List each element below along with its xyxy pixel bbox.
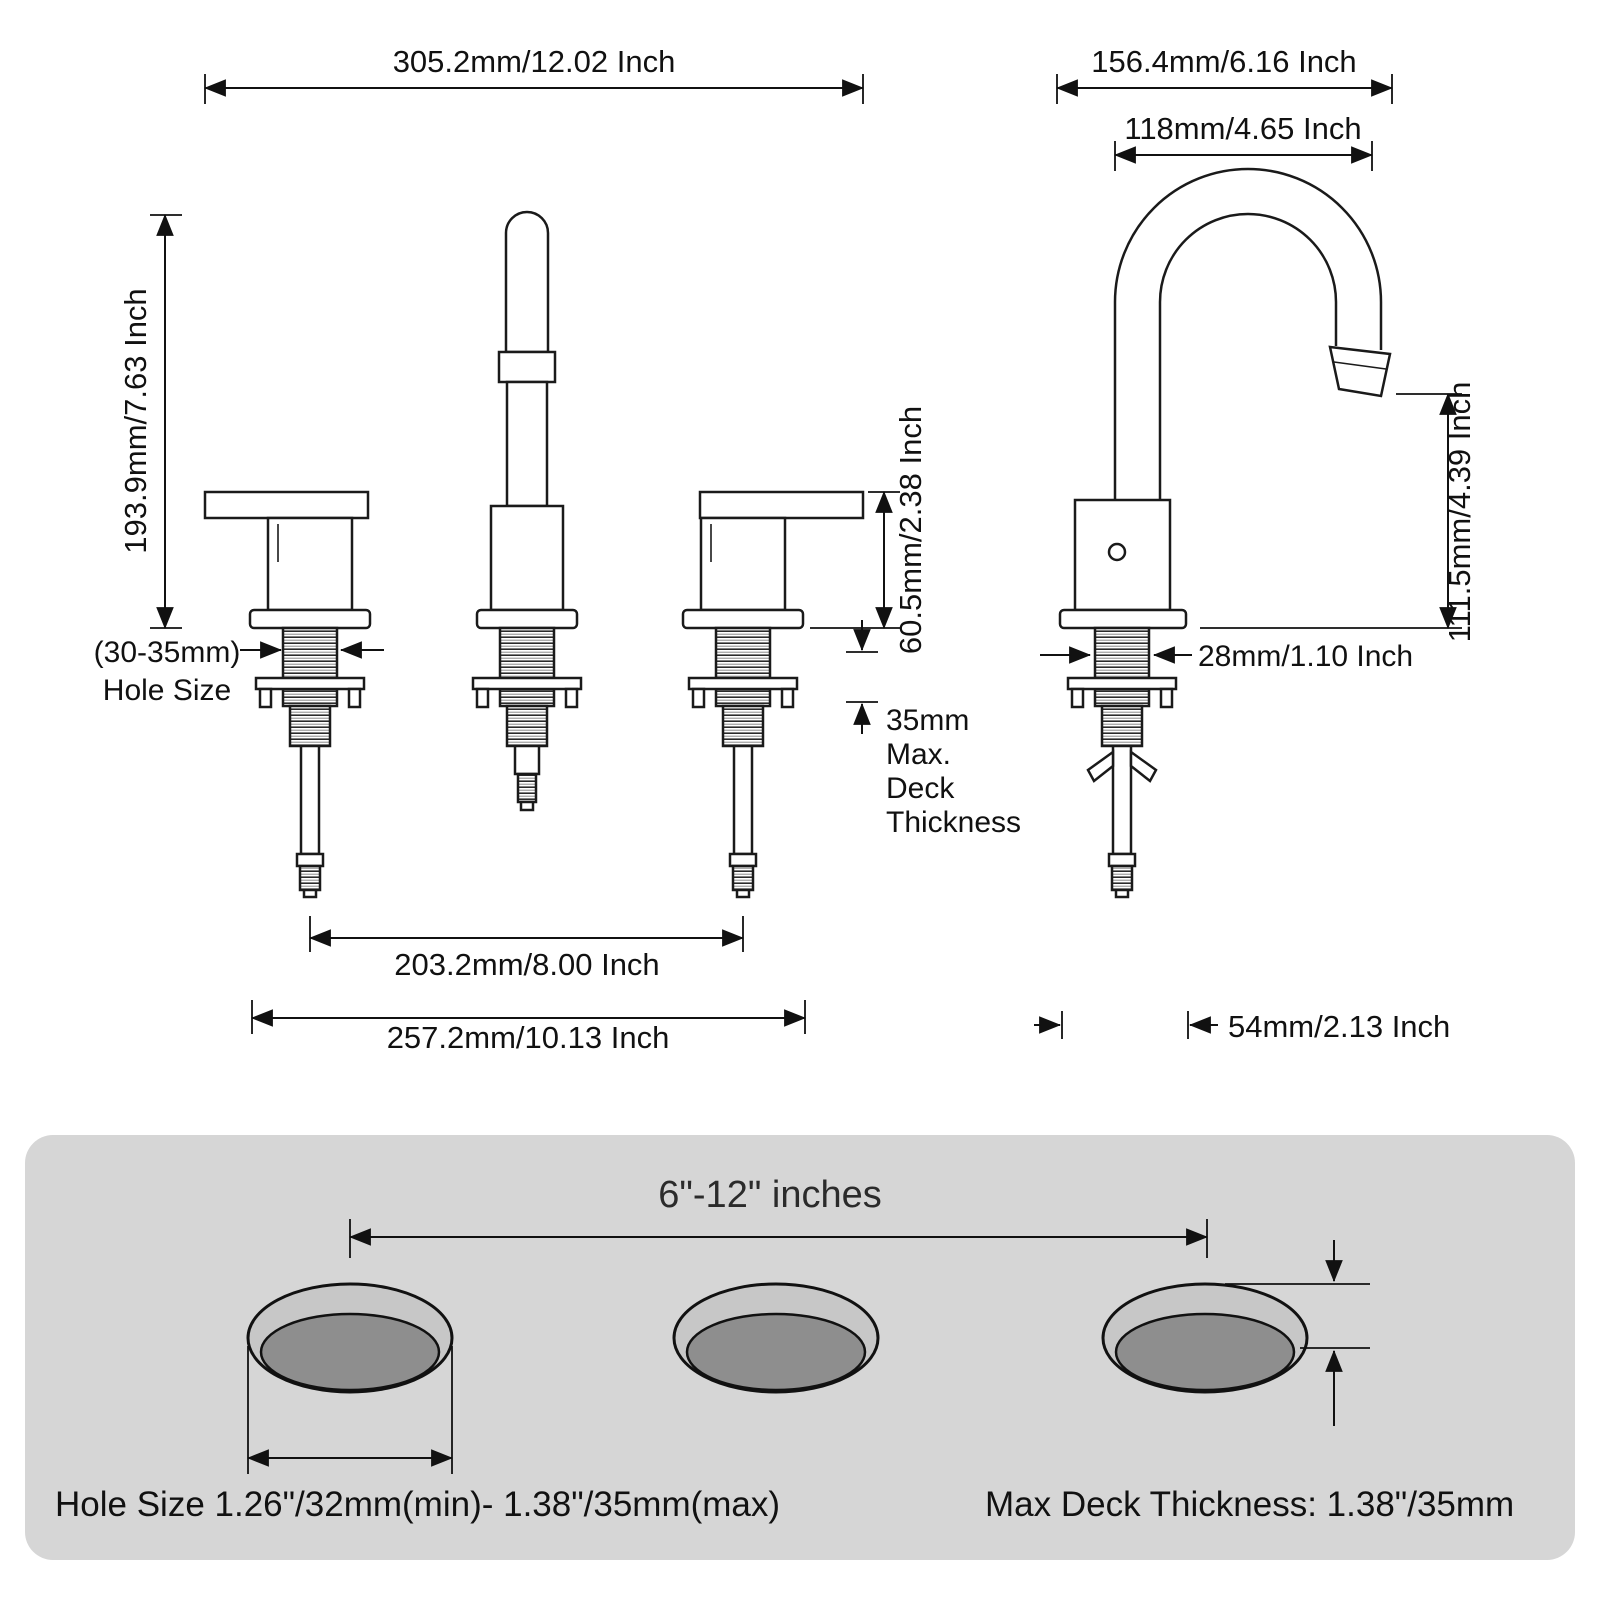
dim-handle-height-label: 60.5mm/2.38 Inch <box>893 406 928 654</box>
dim-reach-outer: 156.4mm/6.16 Inch <box>1055 44 1394 104</box>
dim-install-deck-thickness: Max Deck Thickness: 1.38"/35mm <box>985 1240 1514 1524</box>
dim-spout-height-label: 111.5mm/4.39 Inch <box>1442 382 1477 643</box>
dim-base-width-label: 257.2mm/10.13 Inch <box>387 1020 670 1055</box>
dim-reach-outer-label: 156.4mm/6.16 Inch <box>1091 44 1356 79</box>
dim-front-height: 193.9mm/7.63 Inch <box>118 213 182 630</box>
right-handle <box>681 490 865 899</box>
hole-size-label-1: (30-35mm) <box>94 636 241 669</box>
dim-hole-size-callout: (30-35mm) Hole Size <box>94 636 384 707</box>
dim-reach-inner-label: 118mm/4.65 Inch <box>1124 111 1361 146</box>
gooseneck-spout <box>1058 167 1392 899</box>
wing-nut-left <box>1086 749 1115 783</box>
deck-thickness-label-3: Deck <box>886 772 955 805</box>
dim-hole-spacing <box>348 1219 1209 1258</box>
dim-overall-width: 305.2mm/12.02 Inch <box>203 44 865 104</box>
install-deck-thickness-label: Max Deck Thickness: 1.38"/35mm <box>985 1485 1514 1524</box>
hole-size-label-2: Hole Size <box>103 674 231 707</box>
faucet-front-view: 305.2mm/12.02 Inch 193.9mm/7.63 Inch 60.… <box>94 44 1021 1055</box>
mounting-hole-center <box>672 1282 880 1394</box>
installation-panel: 6"-12" inches Hole Size 1.26"/32mm(min)-… <box>25 1135 1575 1560</box>
deck-thickness-label-4: Thickness <box>886 806 1021 839</box>
dim-reach-inner: 118mm/4.65 Inch <box>1113 111 1374 171</box>
dim-overall-width-label: 305.2mm/12.02 Inch <box>393 44 676 79</box>
dim-install-hole-size: Hole Size 1.26"/32mm(min)- 1.38"/35mm(ma… <box>55 1346 780 1524</box>
dim-handle-spacing-label: 203.2mm/8.00 Inch <box>394 947 659 982</box>
valve-stem <box>513 744 541 812</box>
dim-handle-height: 60.5mm/2.38 Inch <box>810 406 928 654</box>
left-handle <box>203 490 372 899</box>
dim-deck-thickness: 35mm Max. Deck Thickness <box>846 620 1021 839</box>
mounting-hole-left <box>246 1282 454 1394</box>
hole-spacing-label: 6"-12" inches <box>658 1174 881 1216</box>
deck-thickness-label-1: 35mm <box>886 704 969 737</box>
mounting-hole-right <box>1101 1282 1309 1394</box>
dim-handle-spacing: 203.2mm/8.00 Inch <box>308 916 745 982</box>
faucet-side-view: 156.4mm/6.16 Inch 118mm/4.65 Inch 111.5m… <box>1034 44 1477 1044</box>
dim-shank-diameter-label: 28mm/1.10 Inch <box>1198 640 1413 673</box>
dim-shank-diameter: 28mm/1.10 Inch <box>1040 640 1413 673</box>
deck-thickness-label-2: Max. <box>886 738 951 771</box>
install-hole-size-label: Hole Size 1.26"/32mm(min)- 1.38"/35mm(ma… <box>55 1485 780 1524</box>
dim-base-depth: 54mm/2.13 Inch <box>1034 1009 1450 1044</box>
dim-base-depth-label: 54mm/2.13 Inch <box>1228 1009 1450 1044</box>
center-spout <box>471 210 583 812</box>
dim-base-width: 257.2mm/10.13 Inch <box>250 1000 807 1055</box>
dim-spout-height: 111.5mm/4.39 Inch <box>1200 382 1477 643</box>
dim-front-height-label: 193.9mm/7.63 Inch <box>118 288 153 553</box>
wing-nut-right <box>1129 749 1158 783</box>
